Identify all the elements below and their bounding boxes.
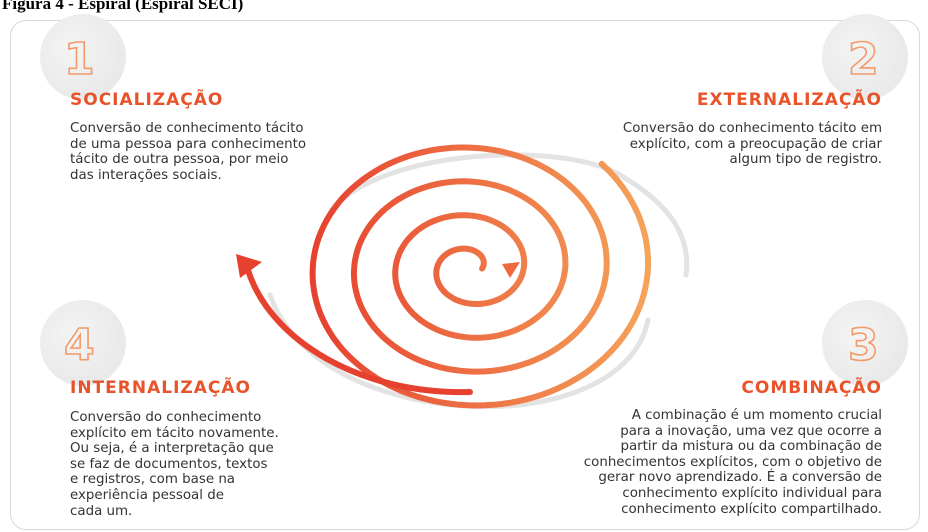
arrow-head-center xyxy=(502,262,520,278)
spiral-outer-arrow xyxy=(245,267,473,396)
title-socializacao: SOCIALIZAÇÃO xyxy=(70,90,224,110)
gray-arc-upper xyxy=(329,152,690,278)
number-2-icon: 2 xyxy=(847,34,879,85)
spiral-line xyxy=(309,144,652,409)
desc-combinacao: A combinação é um momento crucial para a… xyxy=(583,408,882,517)
title-internalizacao: INTERNALIZAÇÃO xyxy=(70,378,251,398)
number-3-icon: 3 xyxy=(847,320,879,371)
desc-internalizacao: Conversão do conhecimento explícito em t… xyxy=(70,410,279,519)
infographic-panel xyxy=(10,20,920,530)
desc-externalizacao: Conversão do conhecimento tácito em expl… xyxy=(622,121,882,168)
desc-socializacao: Conversão de conhecimento tácito de uma … xyxy=(70,121,307,183)
number-circle-3 xyxy=(822,300,908,386)
number-4-icon: 4 xyxy=(63,320,95,371)
number-circle-2 xyxy=(822,14,908,100)
figure-caption: Figura 4 - Espiral (Espiral SECI) xyxy=(2,0,244,13)
number-circle-4 xyxy=(40,300,126,386)
number-1-icon: 1 xyxy=(63,34,95,85)
title-combinacao: COMBINAÇÃO xyxy=(741,378,882,398)
title-externalizacao: EXTERNALIZAÇÃO xyxy=(696,90,882,110)
arrow-head-outer xyxy=(236,254,262,278)
number-circle-1 xyxy=(40,14,126,100)
